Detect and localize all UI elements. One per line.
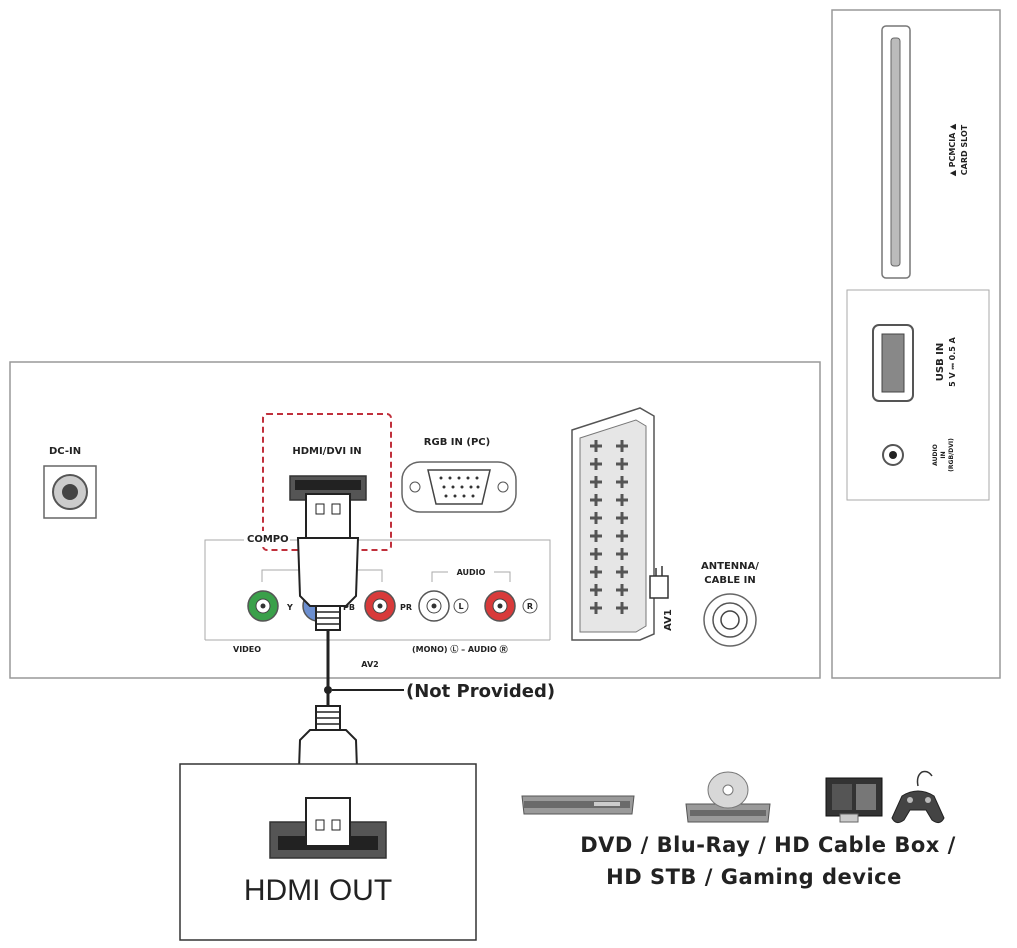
hdmi-out-label: HDMI OUT xyxy=(244,874,392,907)
usb-label: USB IN xyxy=(935,343,946,382)
hdmi-in-label: HDMI/DVI IN xyxy=(292,446,361,457)
usb-rating: 5 V ⎓ 0.5 A xyxy=(948,336,957,386)
antenna-label-2: CABLE IN xyxy=(704,575,755,586)
cable-box-icon xyxy=(825,777,883,823)
audio-group-label: AUDIO xyxy=(457,568,486,577)
audio-in-label-1: AUDIO xyxy=(932,444,939,466)
jack-audio-r[interactable] xyxy=(484,590,516,622)
devices-caption-line1: DVD / Blu-Ray / HD Cable Box / xyxy=(580,833,956,857)
dc-in-label: DC-IN xyxy=(49,446,81,457)
dvd-player-icon xyxy=(521,795,635,815)
jack-pr[interactable] xyxy=(364,590,396,622)
rgb-in-port[interactable] xyxy=(401,461,517,513)
jack-pb-label: PB xyxy=(343,603,355,612)
audio-in-jack[interactable] xyxy=(882,444,904,466)
rear-panel: DC-IN HDMI/DVI IN RGB IN (PC) xyxy=(9,361,821,679)
video-label: VIDEO xyxy=(233,645,261,654)
jack-y-label: Y xyxy=(286,603,293,612)
gamepad-icon xyxy=(891,770,945,824)
usb-port[interactable] xyxy=(872,324,914,402)
pcmcia-slot[interactable] xyxy=(881,25,911,279)
mono-audio-label: (MONO) Ⓛ – AUDIO Ⓡ xyxy=(412,644,508,654)
component-label: COMPO xyxy=(247,534,289,545)
cable-not-provided-note: (Not Provided) xyxy=(406,681,555,702)
antenna-label-1: ANTENNA/ xyxy=(701,561,759,572)
card-slot-label: CARD SLOT xyxy=(960,124,969,175)
dc-in-jack[interactable] xyxy=(43,465,97,519)
jack-l-label: L xyxy=(458,602,463,611)
devices-caption-line2: HD STB / Gaming device xyxy=(606,865,902,889)
jack-r-label: R xyxy=(527,602,533,611)
source-device-box: HDMI OUT xyxy=(179,763,477,941)
rgb-in-label: RGB IN (PC) xyxy=(424,437,490,448)
jack-pr-label: PR xyxy=(400,603,412,612)
av1-label: AV1 xyxy=(663,609,674,631)
av2-label: AV2 xyxy=(361,660,378,669)
side-panel: ▲ PCMCIA ▲ CARD SLOT USB IN 5 V ⎓ 0.5 A … xyxy=(831,9,1001,679)
jack-audio-l[interactable] xyxy=(418,590,450,622)
jack-y[interactable] xyxy=(247,590,279,622)
antenna-cable-in-port[interactable] xyxy=(703,593,757,647)
blu-ray-player-icon xyxy=(685,771,771,823)
av1-symbol xyxy=(649,566,669,599)
audio-in-label-2: IN xyxy=(940,451,947,458)
scart-av1-port[interactable] xyxy=(571,407,655,641)
pcmcia-label: ▲ PCMCIA ▲ xyxy=(948,123,957,176)
audio-in-label-3: (RGB/DVI) xyxy=(948,438,955,472)
